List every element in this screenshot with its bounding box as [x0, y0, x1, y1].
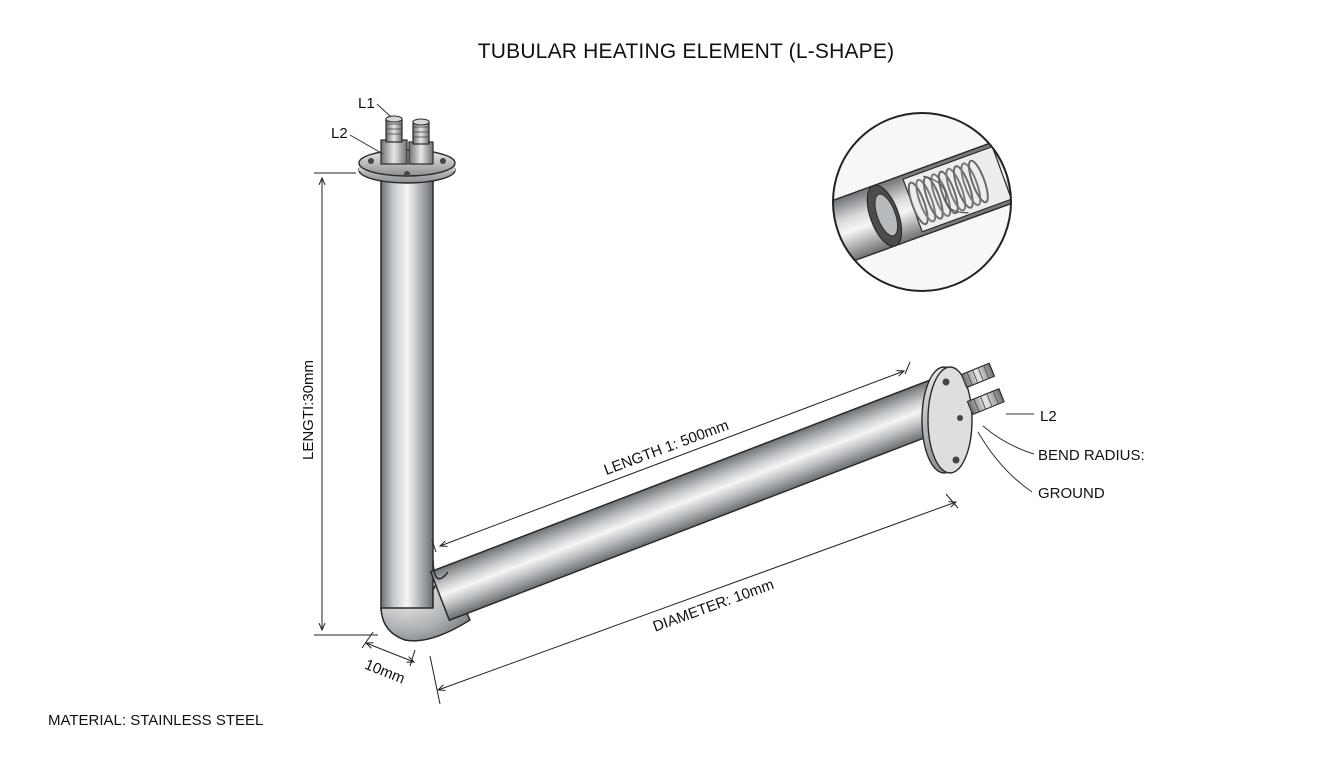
vertical-leg	[380, 177, 434, 611]
right-stud-lower	[966, 388, 1005, 416]
label-material: MATERIAL: STAINLESS STEEL	[48, 712, 263, 729]
label-tube-width: 10mm	[362, 656, 407, 687]
heating-coil	[907, 159, 989, 226]
diagram-title: TUBULAR HEATING ELEMENT (L-SHAPE)	[478, 40, 895, 63]
label-vertical-length: LENGTI:30mm	[300, 360, 317, 460]
right-stud-upper	[960, 362, 996, 389]
top-flange-assembly	[358, 115, 456, 184]
label-top-l1: L1	[358, 95, 375, 112]
diameter-dimension-line	[438, 502, 956, 690]
right-flange-assembly	[921, 362, 1005, 474]
label-ground: GROUND	[1038, 485, 1105, 502]
terminal-l2-nut	[380, 139, 408, 165]
cross-section-inset	[832, 112, 1012, 292]
label-bend-radius: BEND RADIUS:	[1038, 447, 1145, 464]
label-top-l2: L2	[331, 125, 348, 142]
terminal-l1-nut	[408, 141, 434, 165]
tube-width-dimension-line	[366, 643, 414, 662]
horizontal-leg	[429, 377, 955, 622]
label-side-l2: L2	[1040, 408, 1057, 425]
